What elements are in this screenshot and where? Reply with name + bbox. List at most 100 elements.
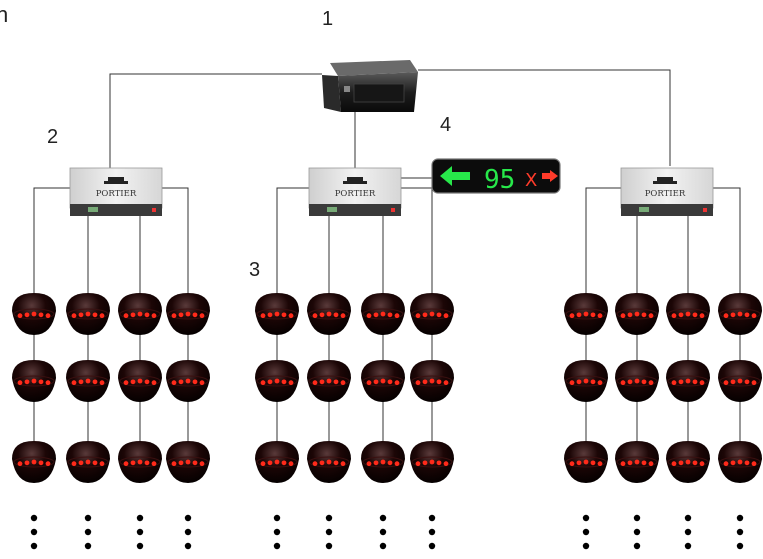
sensor-led: [185, 459, 191, 465]
sensor-led: [723, 461, 729, 467]
parking-sensor: [666, 441, 710, 483]
parking-sensor: [361, 441, 405, 483]
label-controller: 2: [47, 126, 59, 148]
sensor-led: [373, 460, 379, 466]
sensor-led: [71, 380, 77, 386]
parking-sensor: [12, 293, 56, 335]
sensor-led: [737, 459, 743, 465]
sensor-led: [597, 313, 603, 319]
sensor-led: [751, 461, 757, 467]
corner-text-fragment: n: [0, 2, 9, 27]
sensor-led: [641, 460, 647, 466]
sensor-led: [387, 460, 393, 466]
parking-sensor: [66, 441, 110, 483]
sensor-led: [85, 459, 91, 465]
continuation-dot: [84, 542, 92, 550]
central-server: [322, 60, 418, 112]
sensor-led: [31, 311, 37, 317]
sensor-led: [597, 380, 603, 386]
continuation-dot: [184, 514, 192, 522]
sensor-led: [178, 312, 184, 318]
continuation-dot: [84, 528, 92, 536]
continuation-dot: [633, 528, 641, 536]
sensor-led: [144, 312, 150, 318]
sensor-led: [415, 461, 421, 467]
sensor-led: [576, 460, 582, 466]
sensor-led: [340, 380, 346, 386]
sensor-led: [723, 313, 729, 319]
parking-sensor: [166, 360, 210, 402]
sensor-led: [17, 461, 23, 467]
sensor-led: [699, 461, 705, 467]
sensor-led: [685, 311, 691, 317]
sensor-led: [92, 460, 98, 466]
sensor-led: [692, 379, 698, 385]
sensor-led: [340, 461, 346, 467]
label-server: 1: [322, 8, 334, 30]
continuation-dot: [684, 514, 692, 522]
parking-sensor: [118, 360, 162, 402]
sensor-led: [171, 461, 177, 467]
sensor-led: [319, 312, 325, 318]
sensor-led: [199, 313, 205, 319]
sensor-led: [85, 311, 91, 317]
sensor-led: [274, 378, 280, 384]
sensor-led: [723, 380, 729, 386]
parking-sensor: [66, 360, 110, 402]
wire: [418, 69, 671, 166]
sensor-led: [443, 380, 449, 386]
label-display: 4: [440, 114, 452, 136]
sensor-led: [394, 313, 400, 319]
parking-sensor: [718, 293, 762, 335]
sensor-led: [24, 460, 30, 466]
sensor-led: [366, 313, 372, 319]
sensor-led: [436, 379, 442, 385]
sensor-led: [78, 379, 84, 385]
continuation-dot: [273, 528, 281, 536]
sensor-led: [185, 378, 191, 384]
sensor-led: [312, 380, 318, 386]
controller-brand-label: PORTIER: [96, 189, 137, 199]
continuation-dot: [30, 542, 38, 550]
sensor-led: [333, 379, 339, 385]
continuation-dot: [30, 514, 38, 522]
continuation-dot: [428, 528, 436, 536]
parking-sensor: [410, 441, 454, 483]
sensor-led: [583, 311, 589, 317]
sensor-led: [443, 461, 449, 467]
sensor-led: [641, 312, 647, 318]
sensor-led: [699, 380, 705, 386]
continuation-dot: [184, 542, 192, 550]
sensor-led: [422, 460, 428, 466]
sensor-led: [744, 379, 750, 385]
wire: [713, 187, 741, 299]
sensor-led: [678, 460, 684, 466]
sensor-led: [326, 459, 332, 465]
sensor-led: [730, 460, 736, 466]
continuation-dot: [184, 528, 192, 536]
parking-sensor: [118, 293, 162, 335]
sensor-led: [648, 313, 654, 319]
parking-sensor: [410, 360, 454, 402]
sensor-led: [31, 459, 37, 465]
sensor-led: [380, 459, 386, 465]
wiring: [33, 69, 741, 447]
sensor-led: [185, 311, 191, 317]
sensor-led: [641, 379, 647, 385]
sensor-led: [394, 461, 400, 467]
sensor-led: [671, 380, 677, 386]
sensor-led: [429, 459, 435, 465]
continuation-dot: [684, 542, 692, 550]
sensor-led: [171, 380, 177, 386]
wire: [276, 187, 309, 299]
sensor-led: [387, 379, 393, 385]
sensor-led: [260, 380, 266, 386]
sensor-led: [130, 312, 136, 318]
parking-sensor: [666, 360, 710, 402]
sensor-led: [333, 460, 339, 466]
wire: [585, 187, 621, 299]
portier-logo-icon: [653, 177, 677, 184]
sensor-led: [199, 380, 205, 386]
parking-sensor: [361, 293, 405, 335]
continuation-dot: [379, 542, 387, 550]
